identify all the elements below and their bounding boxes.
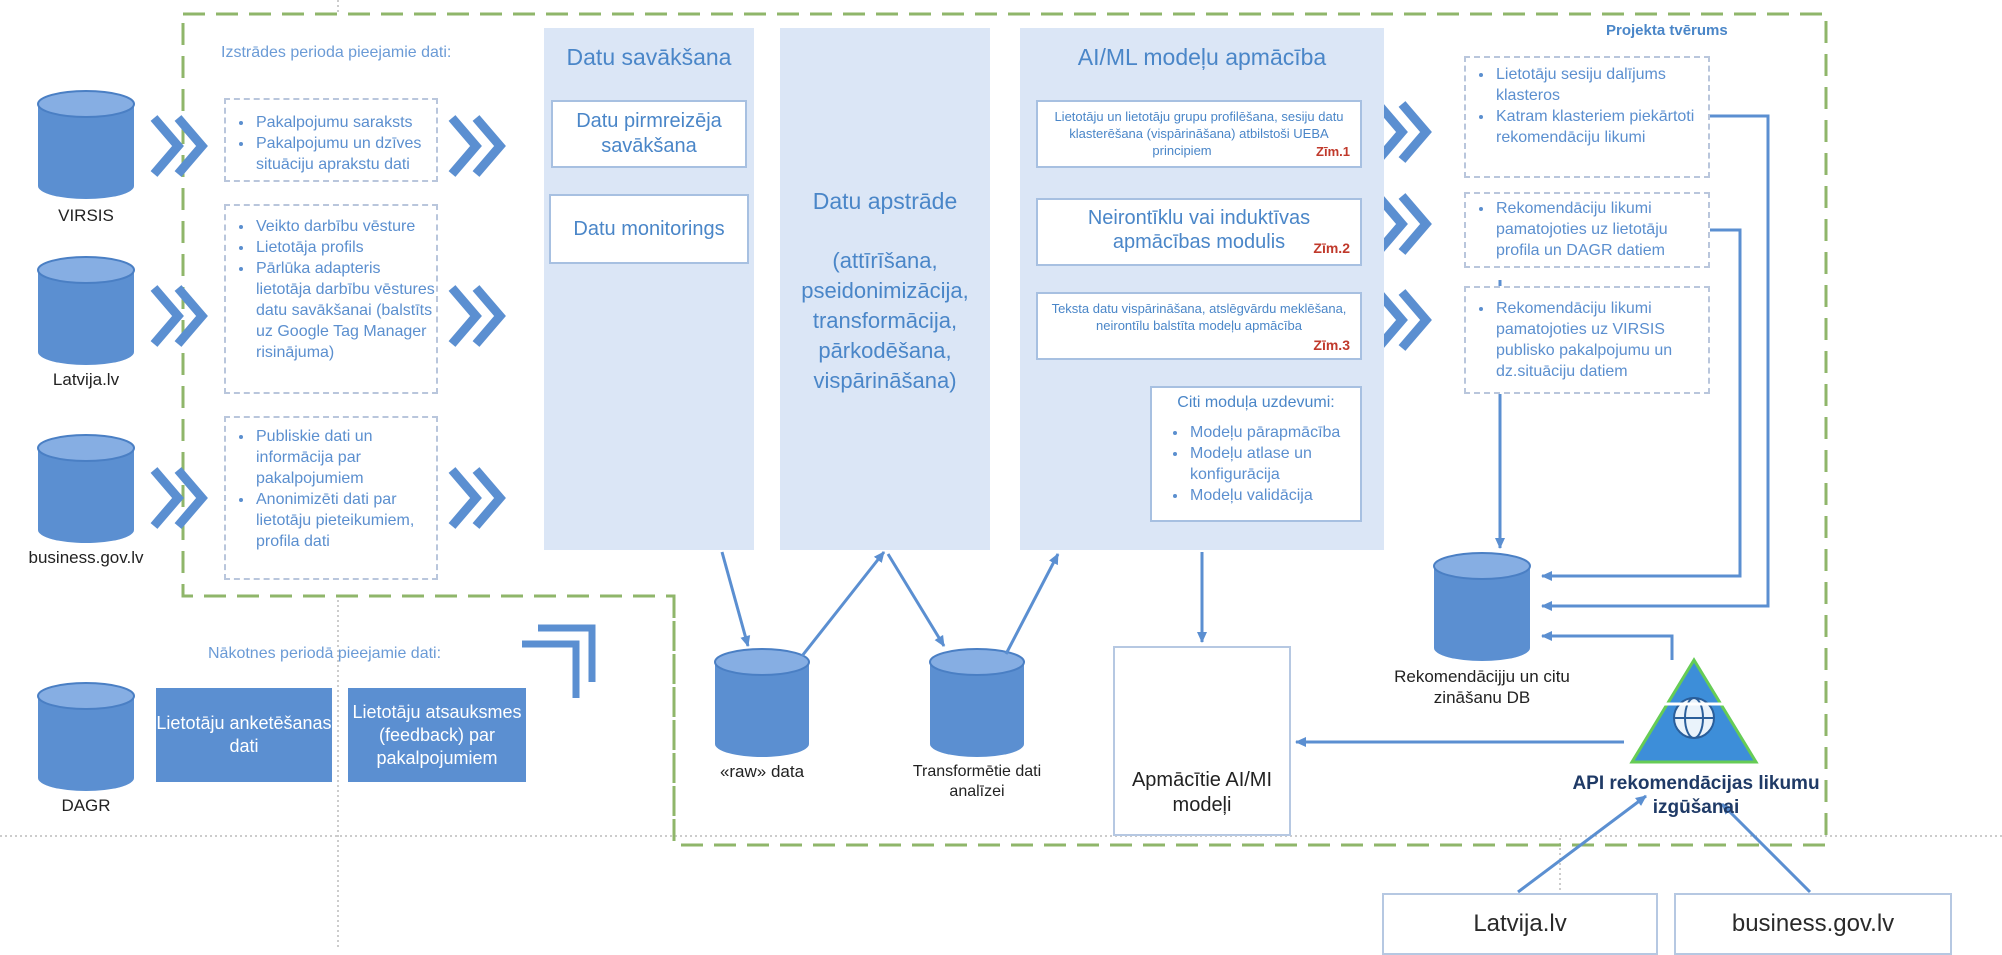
db-dagr-icon (37, 682, 135, 791)
future-chevron-icon (522, 624, 596, 698)
dev-period-header: Izstrādes perioda pieejamie dati: (221, 44, 452, 61)
api-globe-icon (1629, 657, 1759, 764)
processing-title: Datu apstrāde (812, 188, 958, 214)
output-box-clusters: Lietotāju sesiju dalījums klasteros Katr… (1464, 56, 1710, 178)
aiml-box-text-text: Teksta datu vispārināšana, atslēgvārdu m… (1051, 301, 1347, 333)
output-item: Rekomendāciju likumi pamatojoties uz VIR… (1494, 298, 1708, 382)
output-item: Lietotāju sesiju dalījums klasteros (1494, 64, 1708, 106)
output-list: Lietotāju sesiju dalījums klasteros Katr… (1466, 64, 1708, 148)
source-label-business: business.gov.lv (28, 548, 144, 567)
aiml-box-neural: Neirontīklu vai induktīvas apmācības mod… (1036, 198, 1362, 266)
knowledge-db-label: Rekomendācijju un citu zināšanu DB (1394, 667, 1570, 707)
db-transformed-data-icon (929, 648, 1025, 757)
project-scope-border (181, 12, 1828, 847)
aiml-box-ueba: Lietotāju un lietotāju grupu profilēšana… (1036, 100, 1362, 168)
latvija-data-box: Veikto darbību vēsture Lietotāja profils… (224, 204, 438, 394)
ref-zim2: Zīm.2 (1313, 240, 1350, 256)
processing-subtitle: (attīrīšana, pseidonimizācija, transform… (801, 248, 969, 393)
aiml-other-item: Modeļu pārapmācība (1188, 422, 1352, 443)
aiml-other-tasks-box: Citi moduļa uzdevumi: Modeļu pārapmācība… (1150, 386, 1362, 522)
output-list: Rekomendāciju likumi pamatojoties uz VIR… (1466, 298, 1708, 382)
virsis-data-item: Pakalpojumu saraksts (254, 112, 436, 133)
virsis-data-list: Pakalpojumu saraksts Pakalpojumu un dzīv… (226, 112, 436, 175)
aiml-box-neural-text: Neirontīklu vai induktīvas apmācības mod… (1087, 207, 1311, 253)
aiml-box-ueba-text: Lietotāju un lietotāju grupu profilēšana… (1054, 109, 1344, 158)
db-virsis-icon (37, 90, 135, 199)
aiml-other-item: Modeļu atlase un konfigurācija (1188, 443, 1352, 485)
business-data-item: Anonimizēti dati par lietotāju pieteikum… (254, 489, 436, 552)
raw-data-label: «raw» data (719, 762, 805, 781)
feedback-data-box: Lietotāju atsauksmes (feedback) par paka… (348, 688, 526, 782)
db-knowledge-icon (1433, 552, 1531, 661)
chevron-arrows (150, 101, 1432, 529)
latvija-data-list: Veikto darbību vēsture Lietotāja profils… (226, 216, 436, 363)
future-period-header: Nākotnes periodā pieejamie dati: (208, 645, 442, 662)
collection-panel: Datu savākšana Datu pirmreizēja savākšan… (544, 28, 754, 550)
latvija-data-item: Veikto darbību vēsture (254, 216, 436, 237)
aiml-other-item: Modeļu validācija (1188, 485, 1352, 506)
db-latvija-icon (37, 256, 135, 365)
output-item: Katram klasteriem piekārtoti rekomendāci… (1494, 106, 1708, 148)
flow-arrows (720, 114, 1812, 894)
output-list: Rekomendāciju likumi pamatojoties uz lie… (1466, 198, 1708, 261)
aiml-title: AI/ML modeļu apmācība (1077, 44, 1327, 70)
aiml-panel: AI/ML modeļu apmācība Lietotāju un lieto… (1020, 28, 1384, 550)
ref-zim3: Zīm.3 (1313, 337, 1350, 353)
collection-monitoring-box: Datu monitorings (549, 194, 749, 264)
transformed-data-label: Transformētie dati analīzei (912, 763, 1042, 800)
db-raw-data-icon (714, 648, 810, 757)
consumer-latvija-box: Latvija.lv (1382, 893, 1658, 955)
scope-title: Projekta tvērums (1606, 22, 1728, 39)
business-data-item: Publiskie dati un informācija par pakalp… (254, 426, 436, 489)
source-label-dagr: DAGR (61, 796, 111, 815)
ref-zim1: Zīm.1 (1316, 144, 1350, 159)
source-label-virsis: VIRSIS (58, 206, 114, 225)
aiml-other-list: Modeļu pārapmācība Modeļu atlase un konf… (1160, 422, 1352, 506)
api-label: API rekomendācijas likumu izgūšanai (1572, 773, 1820, 818)
virsis-data-item: Pakalpojumu un dzīves situāciju aprakstu… (254, 133, 436, 175)
business-data-box: Publiskie dati un informācija par pakalp… (224, 416, 438, 580)
output-box-virsis: Rekomendāciju likumi pamatojoties uz VIR… (1464, 286, 1710, 394)
aiml-box-text: Teksta datu vispārināšana, atslēgvārdu m… (1036, 292, 1362, 360)
aiml-other-title: Citi moduļa uzdevumi: (1177, 394, 1335, 411)
latvija-data-item: Pārlūka adapteris lietotāja darbību vēst… (254, 258, 436, 363)
processing-panel: Datu apstrāde (attīrīšana, pseidonimizāc… (780, 28, 990, 550)
consumer-business-box: business.gov.lv (1674, 893, 1952, 955)
collection-title: Datu savākšana (566, 44, 732, 70)
trained-models-label: Apmācītie AI/MI modeļi (1131, 769, 1273, 816)
db-business-icon (37, 434, 135, 543)
output-item: Rekomendāciju likumi pamatojoties uz lie… (1494, 198, 1708, 261)
business-data-list: Publiskie dati un informācija par pakalp… (226, 426, 436, 552)
trained-models-box: Apmācītie AI/MI modeļi (1113, 646, 1291, 836)
collection-initial-box: Datu pirmreizēja savākšana (551, 100, 747, 168)
source-label-latvija: Latvija.lv (52, 370, 120, 389)
virsis-data-box: Pakalpojumu saraksts Pakalpojumu un dzīv… (224, 98, 438, 182)
survey-data-box: Lietotāju anketēšanas dati (156, 688, 332, 782)
latvija-data-item: Lietotāja profils (254, 237, 436, 258)
output-box-profile: Rekomendāciju likumi pamatojoties uz lie… (1464, 192, 1710, 268)
